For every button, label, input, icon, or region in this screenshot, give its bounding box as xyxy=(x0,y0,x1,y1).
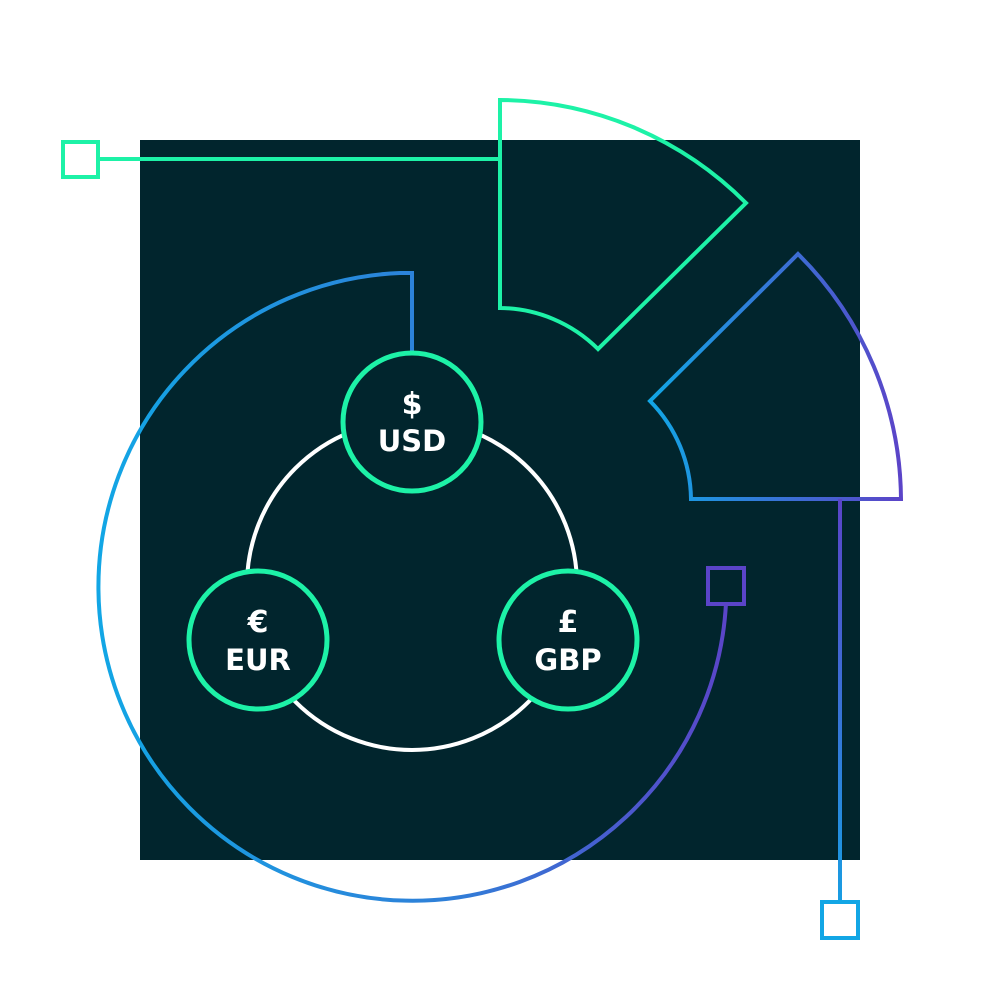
usd-code: USD xyxy=(378,424,447,458)
eur-symbol: € xyxy=(247,605,269,640)
gbp-symbol: £ xyxy=(558,605,579,640)
eur-code: EUR xyxy=(225,643,291,677)
currency-node-gbp: £ GBP xyxy=(496,568,640,712)
currency-node-usd-circle xyxy=(340,350,484,494)
outer-ring-arc xyxy=(96,271,728,903)
pie-segment-blue xyxy=(647,251,904,501)
currency-node-eur: € EUR xyxy=(186,568,330,712)
pie-segment-green xyxy=(498,97,749,352)
currency-node-usd: $ USD xyxy=(340,350,484,494)
currency-node-eur-circle xyxy=(186,568,330,712)
connector-square-ring-end xyxy=(706,566,746,606)
gbp-code: GBP xyxy=(534,643,601,677)
connector-square-top-left xyxy=(61,140,100,179)
currency-node-gbp-circle xyxy=(496,568,640,712)
connector-square-bottom-right xyxy=(820,900,860,940)
usd-symbol: $ xyxy=(402,387,423,422)
